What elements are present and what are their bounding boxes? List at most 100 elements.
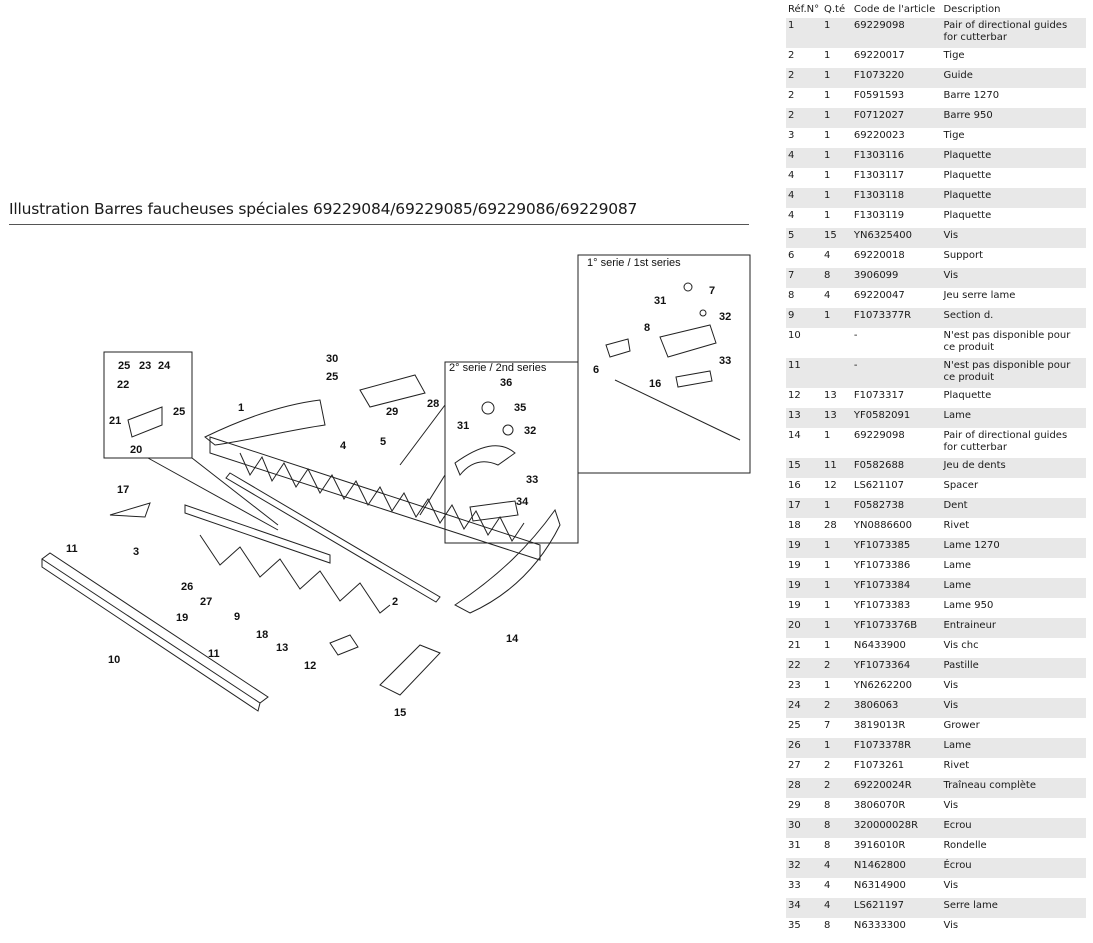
cell-code: F1303119 — [853, 210, 905, 221]
cell-ref: 23 — [788, 680, 801, 691]
cell-qty: 1 — [823, 500, 831, 511]
cell-ref: 19 — [788, 540, 801, 551]
bar-10 — [41, 552, 269, 704]
cell-ref: 4 — [788, 190, 795, 201]
cell-desc: Plaquette — [943, 170, 992, 181]
callout-20: 20 — [130, 444, 142, 456]
callout-6: 6 — [593, 364, 599, 376]
cell-code: 69229098 — [853, 430, 905, 441]
cell-code: 3819013R — [853, 720, 906, 731]
cell-ref: 4 — [788, 150, 795, 161]
guide-right-14 — [454, 508, 561, 614]
cell-code: F1073261 — [853, 760, 905, 771]
cell-qty: 1 — [823, 50, 831, 61]
callout-7: 7 — [709, 285, 715, 297]
cell-desc: Lame — [943, 410, 972, 421]
cell-desc: Rivet — [943, 520, 970, 531]
header-code: Code de l'article — [853, 3, 936, 15]
cell-desc: Lame — [943, 560, 972, 571]
cell-ref: 18 — [788, 520, 801, 531]
cell-desc: Vis — [943, 270, 959, 281]
callout-12: 12 — [304, 660, 316, 672]
callout-24: 24 — [158, 360, 171, 372]
cell-code: LS621107 — [853, 480, 904, 491]
cell-qty: 8 — [823, 840, 831, 851]
cell-qty: 1 — [823, 640, 831, 651]
cell-qty: 1 — [823, 70, 831, 81]
cell-qty: 2 — [823, 760, 831, 771]
callout-33a: 33 — [526, 474, 538, 486]
cell-code: 69220017 — [853, 50, 905, 61]
callout-25b: 25 — [173, 406, 185, 418]
cell-qty: 1 — [823, 540, 831, 551]
table-row: 11-N'est pas disponible pour ce produit — [786, 358, 1086, 388]
cell-qty: 2 — [823, 780, 831, 791]
cell-code: 69229098 — [853, 20, 905, 31]
cell-ref: 20 — [788, 620, 801, 631]
exploded-parts-diagram: 1° serie / 1st series 2° serie / 2nd ser… — [41, 254, 751, 719]
cell-desc: N'est pas disponible pour ce produit — [943, 330, 1071, 353]
callout-34: 34 — [516, 496, 529, 508]
cell-ref: 9 — [788, 310, 795, 321]
callout-33b: 33 — [719, 355, 731, 367]
cell-qty: 4 — [823, 290, 831, 301]
cell-code: F1073317 — [853, 390, 905, 401]
cell-code: YF1073376B — [853, 620, 918, 631]
cell-ref: 10 — [788, 330, 801, 341]
callout-32a: 32 — [524, 425, 536, 437]
callout-31b: 31 — [654, 295, 666, 307]
parts-table: Réf.N° Q.té Code de l'article Descriptio… — [786, 0, 1086, 938]
cell-qty: 1 — [823, 600, 831, 611]
callout-23: 23 — [139, 360, 151, 372]
cell-ref: 19 — [788, 600, 801, 611]
cell-qty: 1 — [823, 190, 831, 201]
cell-code: F0582738 — [853, 500, 905, 511]
cell-ref: 2 — [788, 90, 795, 101]
cell-ref: 8 — [788, 290, 795, 301]
cell-desc: Vis — [943, 800, 959, 811]
cell-desc: Jeu serre lame — [943, 290, 1016, 301]
cell-desc: Vis — [943, 880, 959, 891]
callout-11b: 11 — [208, 648, 220, 660]
cell-ref: 35 — [788, 920, 801, 931]
callout-28: 28 — [427, 398, 439, 410]
cell-desc: Tige — [943, 50, 965, 61]
callout-35: 35 — [514, 402, 526, 414]
title-divider — [9, 224, 749, 225]
cell-ref: 33 — [788, 880, 801, 891]
detail-box-series-1 — [577, 254, 751, 474]
cell-ref: 19 — [788, 560, 801, 571]
callout-26: 26 — [181, 581, 193, 593]
cell-qty: 28 — [823, 520, 837, 531]
callout-21: 21 — [109, 415, 121, 427]
cell-ref: 27 — [788, 760, 801, 771]
cell-desc: Grower — [943, 720, 980, 731]
cell-ref: 21 — [788, 640, 801, 651]
callout-22: 22 — [117, 379, 129, 391]
callout-31a: 31 — [457, 420, 469, 432]
cell-code: YN6325400 — [853, 230, 912, 241]
cell-code: F0591593 — [853, 90, 905, 101]
cell-ref: 5 — [788, 230, 795, 241]
cell-code: N6333300 — [853, 920, 906, 931]
callout-25a: 25 — [118, 360, 130, 372]
cell-code: LS621197 — [853, 900, 904, 911]
cell-qty: 8 — [823, 920, 831, 931]
cell-qty: 1 — [823, 150, 831, 161]
cell-code: YN6262200 — [853, 680, 912, 691]
